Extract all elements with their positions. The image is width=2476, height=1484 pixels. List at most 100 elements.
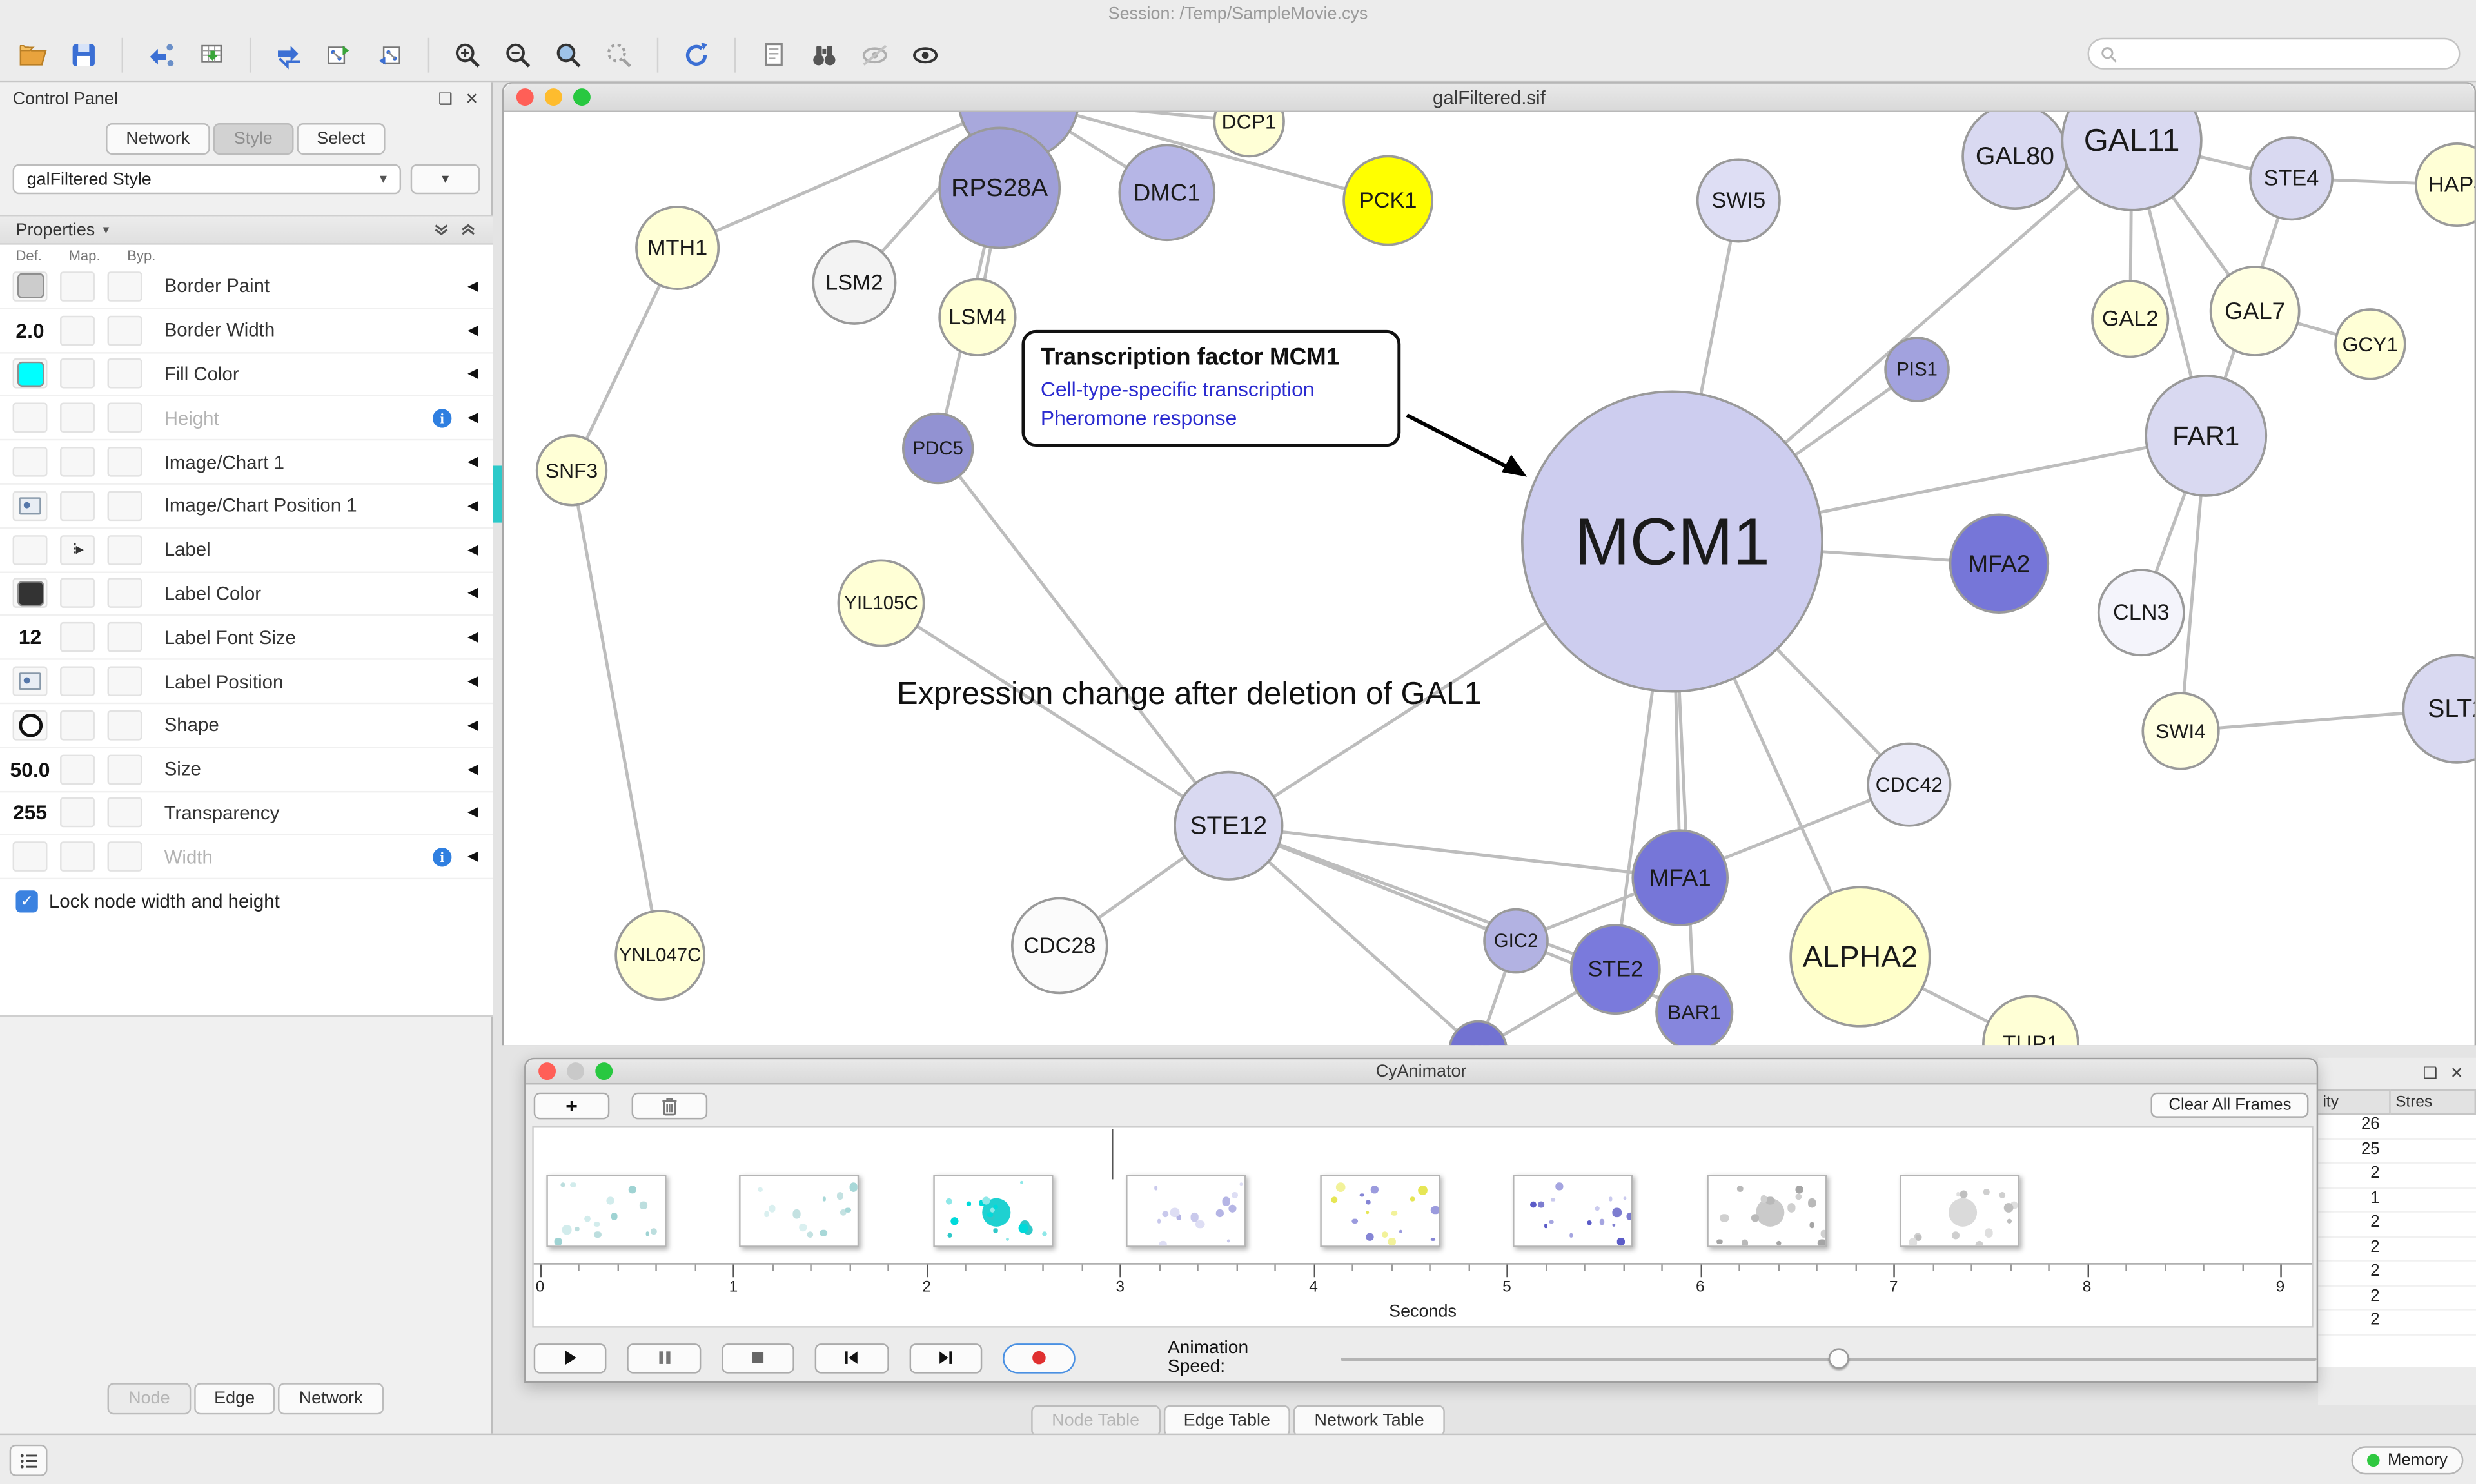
memory-button[interactable]: Memory	[2351, 1446, 2464, 1475]
node-cln3[interactable]: CLN3	[2097, 569, 2185, 657]
expand-row-arrow-icon[interactable]: ◀	[467, 497, 479, 513]
node-mfa1[interactable]: MFA1	[1631, 829, 1729, 926]
pause-button[interactable]	[627, 1342, 701, 1373]
play-button[interactable]	[533, 1342, 607, 1373]
color-swatch[interactable]	[16, 273, 44, 299]
edge[interactable]	[676, 112, 1019, 249]
position-icon[interactable]	[19, 497, 41, 515]
frame-thumbnail-4[interactable]	[1126, 1175, 1247, 1247]
float-panel-icon[interactable]: ❑	[438, 90, 453, 108]
mapping-cell[interactable]	[60, 754, 95, 785]
node-dmc1[interactable]: DMC1	[1118, 144, 1216, 242]
node-swi5[interactable]: SWI5	[1696, 158, 1781, 243]
node-bar1[interactable]: BAR1	[1655, 973, 1734, 1046]
mapping-cell[interactable]	[60, 578, 95, 609]
property-row-label-position[interactable]: Label Position◀	[0, 660, 493, 705]
frame-thumbnail-6[interactable]	[1513, 1175, 1633, 1247]
frame-thumbnail-5[interactable]	[1319, 1175, 1440, 1247]
style-options-button[interactable]: ▾	[410, 164, 480, 195]
clear-all-frames-button[interactable]: Clear All Frames	[2151, 1092, 2309, 1118]
save-session-icon[interactable]	[63, 34, 104, 75]
tab-network[interactable]: Network	[105, 123, 211, 155]
default-value-cell[interactable]: 50.0	[10, 754, 50, 785]
stop-button[interactable]	[721, 1342, 795, 1373]
shape-preview-icon[interactable]	[18, 713, 42, 737]
default-value-cell[interactable]	[12, 271, 48, 302]
add-frame-button[interactable]: +	[533, 1091, 610, 1119]
info-icon[interactable]: i	[433, 847, 452, 866]
table-row[interactable]: 1	[2318, 1188, 2476, 1213]
node-gal2[interactable]: GAL2	[2091, 280, 2170, 358]
expand-row-arrow-icon[interactable]: ◀	[467, 760, 479, 777]
column-header[interactable]: ity	[2318, 1089, 2391, 1115]
bypass-cell[interactable]	[107, 359, 142, 389]
default-value-cell[interactable]	[12, 578, 48, 609]
node-gic2[interactable]: GIC2	[1483, 908, 1549, 974]
close-panel-icon[interactable]: ✕	[465, 90, 479, 108]
default-value-cell[interactable]: 12	[13, 623, 48, 653]
property-row-fill-color[interactable]: Fill Color◀	[0, 353, 493, 397]
tab-network-style[interactable]: Network	[278, 1383, 384, 1415]
color-swatch[interactable]	[16, 361, 44, 387]
panel-divider-grip[interactable]	[493, 465, 502, 523]
node-cdc28[interactable]: CDC28	[1010, 897, 1108, 995]
tab-node-table[interactable]: Node Table	[1031, 1405, 1160, 1437]
mapping-cell[interactable]	[60, 315, 95, 346]
node-mfa2[interactable]: MFA2	[1949, 513, 2050, 614]
expand-row-arrow-icon[interactable]: ◀	[467, 585, 479, 601]
default-value-cell[interactable]	[12, 666, 48, 697]
mapping-cell[interactable]: ⁝▸	[60, 534, 95, 565]
new-network-icon[interactable]	[319, 34, 360, 75]
mapping-cell[interactable]	[60, 841, 95, 872]
bypass-cell[interactable]	[107, 403, 142, 433]
property-row-label[interactable]: ⁝▸Label◀	[0, 529, 493, 572]
node-dcp1[interactable]: DCP1	[1213, 112, 1285, 158]
bypass-cell[interactable]	[107, 666, 142, 697]
edge[interactable]	[1228, 824, 1616, 971]
refresh-icon[interactable]	[676, 34, 717, 75]
tab-select[interactable]: Select	[296, 123, 386, 155]
position-icon[interactable]	[19, 672, 41, 690]
edge[interactable]	[570, 470, 662, 956]
open-session-icon[interactable]	[13, 34, 54, 75]
lock-node-size-checkbox[interactable]: ✓	[15, 890, 38, 913]
tab-node-style[interactable]: Node	[108, 1383, 191, 1415]
bypass-cell[interactable]	[107, 447, 142, 477]
minimize-window-button[interactable]	[544, 88, 562, 106]
import-network-file-icon[interactable]	[141, 34, 182, 75]
annotation-box[interactable]: Transcription factor MCM1 Cell-type-spec…	[1021, 329, 1401, 447]
edge[interactable]	[1019, 112, 1250, 124]
table-row[interactable]: 2	[2318, 1262, 2476, 1286]
show-details-eye-icon[interactable]	[905, 34, 946, 75]
default-value-cell[interactable]	[12, 491, 48, 521]
go-to-start-button[interactable]	[815, 1342, 889, 1373]
export-network-icon[interactable]	[268, 34, 310, 75]
record-button[interactable]	[1003, 1342, 1076, 1373]
annotation-link[interactable]: Pheromone response	[1040, 405, 1237, 430]
node-bot1[interactable]	[1448, 1020, 1508, 1046]
node-swi4[interactable]: SWI4	[2141, 692, 2220, 770]
property-row-image-chart-position-1[interactable]: Image/Chart Position 1◀	[0, 485, 493, 529]
node-pis1[interactable]: PIS1	[1884, 337, 1950, 402]
hide-details-eye-slash-icon[interactable]	[854, 34, 896, 75]
node-gcy1[interactable]: GCY1	[2334, 308, 2406, 380]
node-slt2[interactable]: SLT2	[2402, 654, 2475, 764]
table-row[interactable]: 2	[2318, 1286, 2476, 1311]
table-row[interactable]: 25	[2318, 1139, 2476, 1164]
default-value-cell[interactable]	[12, 359, 48, 389]
node-pck1[interactable]: PCK1	[1342, 155, 1434, 246]
bypass-cell[interactable]	[107, 578, 142, 609]
bypass-cell[interactable]	[107, 534, 142, 565]
default-value-cell[interactable]: 2.0	[13, 315, 48, 346]
expand-row-arrow-icon[interactable]: ◀	[467, 716, 479, 732]
node-ynl047c[interactable]: YNL047C	[614, 910, 706, 1001]
snapshot-icon[interactable]	[753, 34, 794, 75]
frame-thumbnail-3[interactable]	[933, 1175, 1054, 1247]
node-gal11[interactable]: GAL11	[2061, 112, 2203, 211]
